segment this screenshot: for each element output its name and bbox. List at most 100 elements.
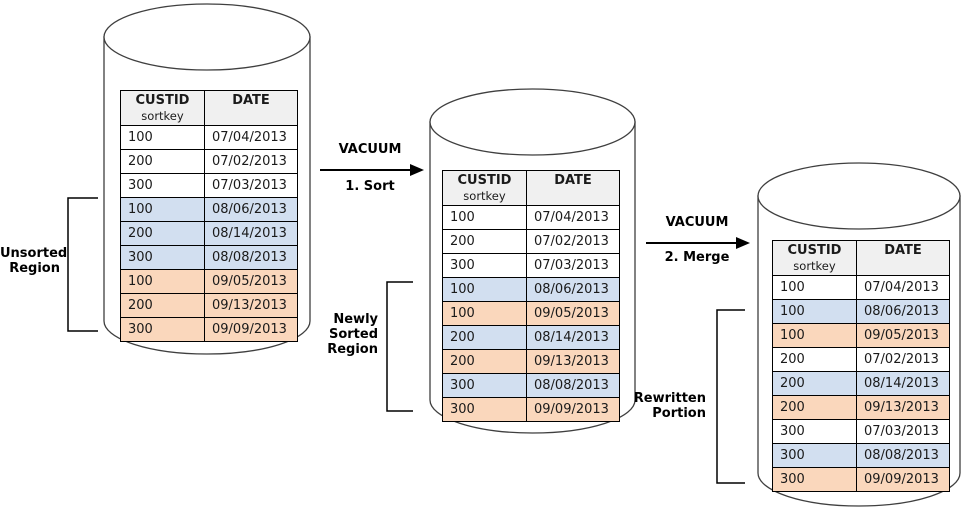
custid-column-header: CUSTID sortkey [120,90,205,126]
date-cell: 09/09/2013 [526,397,620,422]
table-header: CUSTID sortkey DATE [772,240,950,276]
custid-cell: 300 [442,253,527,278]
date-cell: 09/09/2013 [856,467,950,492]
date-cell: 08/08/2013 [526,373,620,398]
date-cell: 08/08/2013 [856,443,950,468]
custid-cell: 100 [120,197,205,222]
custid-cell: 300 [120,317,205,342]
custid-cell: 100 [772,299,857,324]
date-cell: 08/14/2013 [204,221,298,246]
date-cell: 08/14/2013 [856,371,950,396]
date-cell: 09/13/2013 [204,293,298,318]
custid-cell: 300 [442,373,527,398]
custid-header-title: CUSTID [787,243,842,258]
custid-cell: 200 [120,221,205,246]
custid-cell: 200 [442,229,527,254]
custid-cell: 200 [442,325,527,350]
custid-cell: 100 [442,277,527,302]
custid-cell: 300 [120,173,205,198]
date-cell: 09/13/2013 [526,349,620,374]
label-line: Sorted [328,327,378,342]
date-cell: 08/14/2013 [526,325,620,350]
custid-cell: 100 [772,323,857,348]
date-cell: 08/06/2013 [526,277,620,302]
label-line: Portion [652,406,706,421]
date-cell: 07/04/2013 [204,125,298,150]
unsorted-region-bracket [67,197,98,332]
rewritten-portion-label: Rewritten Portion [616,391,706,421]
custid-cell: 100 [442,205,527,230]
custid-header-title: CUSTID [135,93,190,108]
date-cell: 07/02/2013 [204,149,298,174]
date-cell: 08/06/2013 [204,197,298,222]
date-cell: 07/04/2013 [526,205,620,230]
date-column-header: DATE [856,240,950,276]
merge-step-label: 2. Merge [664,250,730,265]
arrow-head-icon [410,164,424,176]
custid-column-header: CUSTID sortkey [442,170,527,206]
unsorted-region-label: Unsorted Region [0,246,68,276]
custid-cell: 300 [772,419,857,444]
custid-cell: 300 [772,467,857,492]
custid-column-header: CUSTID sortkey [772,240,857,276]
sortkey-subtitle: sortkey [463,189,506,203]
label-line: Unsorted [0,246,68,261]
custid-cell: 200 [120,293,205,318]
rewritten-portion-bracket [716,309,745,484]
date-cell: 07/04/2013 [856,275,950,300]
newly-sorted-region-label: Newly Sorted Region [288,312,378,357]
custid-header-title: CUSTID [457,173,512,188]
date-cell: 09/13/2013 [856,395,950,420]
custid-cell: 200 [772,395,857,420]
custid-cell: 100 [120,125,205,150]
date-header-title: DATE [554,173,592,188]
label-line: Newly [333,312,378,327]
custid-cell: 200 [442,349,527,374]
date-cell: 07/03/2013 [204,173,298,198]
table-header: CUSTID sortkey DATE [442,170,620,206]
custid-cell: 100 [772,275,857,300]
date-cell: 08/06/2013 [856,299,950,324]
vacuum-merge-arrow [646,237,750,249]
custid-cell: 300 [772,443,857,468]
date-header-title: DATE [232,93,270,108]
date-column-header: DATE [204,90,298,126]
vacuum-sort-title: VACUUM [338,142,402,157]
date-header-title: DATE [884,243,922,258]
custid-cell: 200 [772,347,857,372]
date-cell: 09/05/2013 [526,301,620,326]
date-cell: 09/05/2013 [204,269,298,294]
date-cell: 07/02/2013 [856,347,950,372]
date-column-header: DATE [526,170,620,206]
date-cell: 07/03/2013 [856,419,950,444]
custid-cell: 200 [120,149,205,174]
custid-cell: 300 [120,245,205,270]
sort-step-label: 1. Sort [345,179,395,194]
newly-sorted-region-bracket [386,281,413,412]
custid-cell: 200 [772,371,857,396]
date-cell: 08/08/2013 [204,245,298,270]
table-header: CUSTID sortkey DATE [120,90,298,126]
sortkey-subtitle: sortkey [141,109,184,123]
